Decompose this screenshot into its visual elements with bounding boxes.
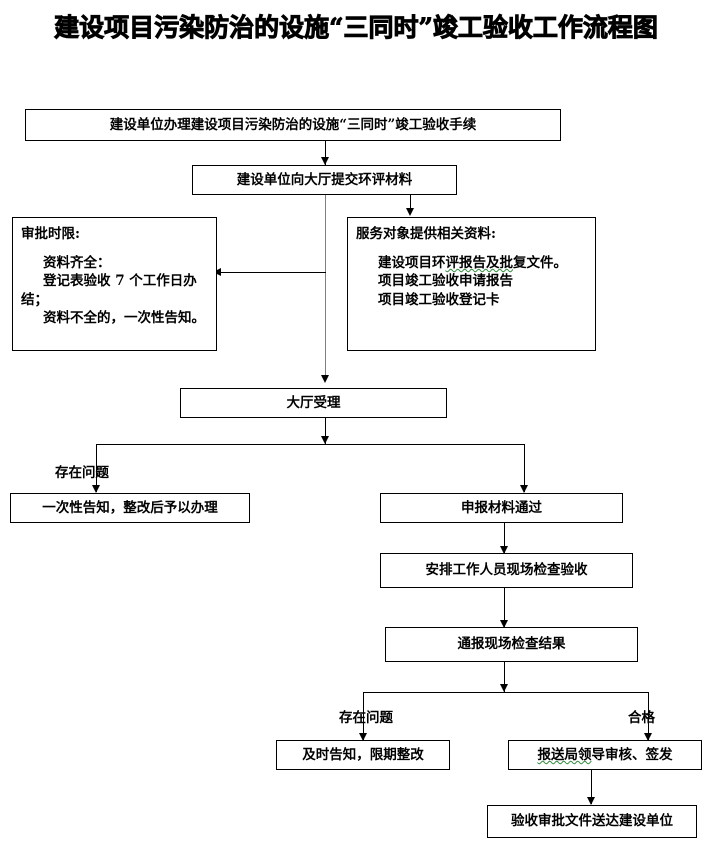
connector-split-n5: [96, 444, 97, 492]
node-label: 建设单位办理建设项目污染防治的设施“三同时”竣工验收手续: [109, 116, 477, 133]
required-materials-item3: 项目竣工验收登记卡: [378, 291, 500, 308]
node-deliver-approval-document: 验收审批文件送达建设单位: [487, 805, 697, 838]
arrowhead-n4-split: [321, 436, 329, 444]
node-label: 通报现场检查结果: [457, 636, 566, 653]
connector-n6-n7: [504, 523, 505, 553]
required-materials-item1-a: 建设项目环: [378, 255, 446, 272]
node-label: 验收审批文件送达建设单位: [511, 813, 673, 830]
connector-split-n9: [363, 692, 364, 740]
approval-time-limit-line3: 资料不全的，一次性告知。: [43, 309, 205, 326]
node-required-materials: 服务对象提供相关资料: 建设项目环评报告及批复文件。 项目竣工验收申请报告 项目…: [347, 217, 596, 351]
node-label: 建设单位向大厅提交环评材料: [236, 171, 413, 188]
node-label: 及时告知，限期整改: [302, 746, 424, 763]
edge-label-problem-lower: 存在问题: [339, 710, 393, 726]
node-label: 申报材料通过: [461, 499, 542, 516]
approval-time-limit-line2: 登记表验收 7 个工作日办结；: [21, 273, 197, 308]
arrowhead-n2-n4: [321, 375, 329, 383]
arrowhead-n2-right-info: [406, 208, 414, 216]
connector-n1-n2: [325, 141, 326, 165]
arrowhead-n8-split: [500, 684, 508, 692]
node-hall-acceptance: 大厅受理: [180, 388, 447, 418]
arrowhead-split-n10: [644, 733, 652, 741]
arrowhead-n10-n11: [587, 797, 595, 805]
node-label-part-a: 报送局领: [537, 746, 592, 763]
arrowhead-spine-left-info: [213, 268, 221, 276]
split-bar-lower: [363, 692, 649, 693]
node-submit-to-bureau-leader: 报送局领导审核、签发: [508, 740, 702, 770]
arrowhead-split-n5: [92, 485, 100, 493]
node-timely-notice-deadline: 及时告知，限期整改: [276, 740, 450, 770]
edge-label-pass: 合格: [628, 710, 655, 726]
arrowhead-n1-n2: [321, 157, 329, 165]
required-materials-item2: 项目竣工验收申请报告: [378, 273, 513, 290]
required-materials-item1-c: 复文件。: [513, 255, 567, 272]
page-title: 建设项目污染防治的设施“三同时”竣工验收工作流程图: [54, 13, 659, 43]
connector-n2-right-info: [410, 195, 411, 211]
node-one-time-notice-rectify: 一次性告知，整改后予以办理: [10, 493, 250, 523]
connector-n2-n4-spine: [325, 195, 326, 375]
approval-time-limit-heading: 审批时限:: [21, 226, 80, 242]
arrowhead-n6-n7: [500, 546, 508, 554]
connector-n8-split: [504, 662, 505, 692]
connector-spine-left-info: [218, 272, 326, 273]
required-materials-heading: 服务对象提供相关资料:: [356, 226, 496, 242]
connector-n10-n11: [591, 770, 592, 804]
node-arrange-onsite-inspection: 安排工作人员现场检查验收: [380, 553, 633, 588]
split-bar-upper: [96, 444, 525, 445]
connector-split-n6: [524, 444, 525, 492]
node-materials-approved: 申报材料通过: [380, 493, 623, 523]
arrowhead-split-n6: [520, 485, 528, 493]
node-label: 安排工作人员现场检查验收: [425, 562, 588, 579]
edge-label-problem-upper: 存在问题: [55, 465, 109, 481]
arrowhead-n7-n8: [500, 620, 508, 628]
node-submit-eia-materials: 建设单位向大厅提交环评材料: [192, 165, 457, 195]
node-report-inspection-result: 通报现场检查结果: [385, 627, 638, 662]
required-materials-item1: 建设项目环评报告及批复文件。: [356, 254, 589, 272]
node-label: 大厅受理: [286, 394, 341, 411]
connector-n4-split: [325, 418, 326, 444]
connector-n7-n8: [504, 588, 505, 627]
node-approval-time-limit: 审批时限: 资料齐全： 登记表验收 7 个工作日办结； 资料不全的，一次性告知。: [12, 217, 217, 351]
arrowhead-split-n9: [359, 733, 367, 741]
node-label: 一次性告知，整改后予以办理: [42, 499, 218, 516]
approval-time-limit-line1: 资料齐全：: [43, 255, 111, 272]
node-apply-acceptance-procedure: 建设单位办理建设项目污染防治的设施“三同时”竣工验收手续: [25, 109, 561, 141]
connector-split-n10: [648, 692, 649, 740]
required-materials-item1-b: 评报告及批: [445, 255, 514, 272]
node-label-part-b: 导审核、签发: [591, 746, 673, 763]
